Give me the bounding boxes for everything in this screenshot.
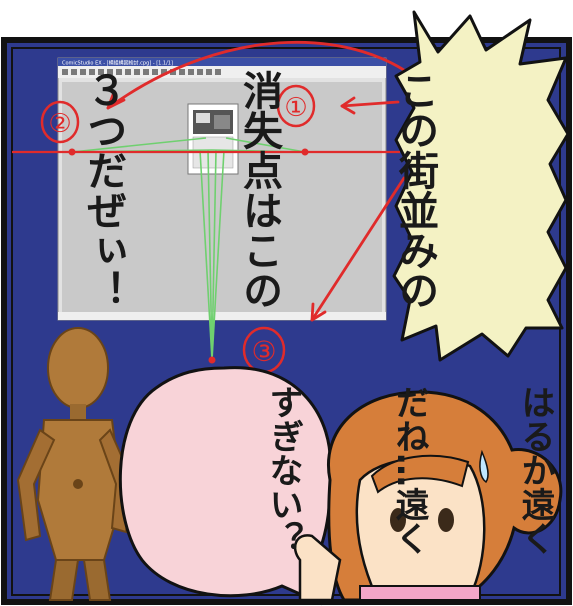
right-speech-bubble <box>392 10 570 362</box>
right-speech-line: ３つだぜぃ！ <box>80 70 126 310</box>
monitor-titlebar <box>58 58 386 66</box>
vanishing-point-1 <box>301 148 309 156</box>
left-speech-bubble <box>118 366 332 606</box>
toolbar-icons <box>62 69 221 75</box>
marker-2-label: ② <box>48 109 71 139</box>
girl-eye-left <box>390 508 406 532</box>
girl-collar <box>359 585 481 601</box>
girl-hand <box>293 534 342 602</box>
right-speech-line: 消失点はこの <box>236 70 282 310</box>
marker-3-label: ③ <box>251 335 276 368</box>
perspective-lines <box>71 137 306 361</box>
right-speech-text: この街並みの 消失点はこの ３つだぜぃ！ <box>0 70 545 310</box>
sweat-drop-icon <box>479 449 489 484</box>
girl-character <box>293 390 563 602</box>
panel-border <box>1 37 572 605</box>
right-speech-line: この街並みの <box>392 70 438 310</box>
left-speech-line: すぎない？ <box>263 385 303 555</box>
girl-eye-right <box>438 508 454 532</box>
left-speech-line: だね…遠く <box>389 385 429 555</box>
monitor-titlebar-text: ComicStudio EX - [横組構図検討.cpg] - [1.1/1] <box>62 60 173 67</box>
red-arrows <box>106 40 422 322</box>
left-speech-line: はるか遠く <box>515 385 555 555</box>
left-speech-text: はるか遠く だね…遠く すぎない？ <box>178 385 573 555</box>
marker-1-label: ① <box>284 93 307 123</box>
girl-bangs <box>370 454 470 494</box>
thumbnail-detail <box>196 113 210 123</box>
monitor-statusbar <box>58 312 386 320</box>
vanishing-point-3 <box>208 356 216 364</box>
thumbnail-detail <box>214 115 230 129</box>
vanishing-point-2 <box>68 148 76 156</box>
